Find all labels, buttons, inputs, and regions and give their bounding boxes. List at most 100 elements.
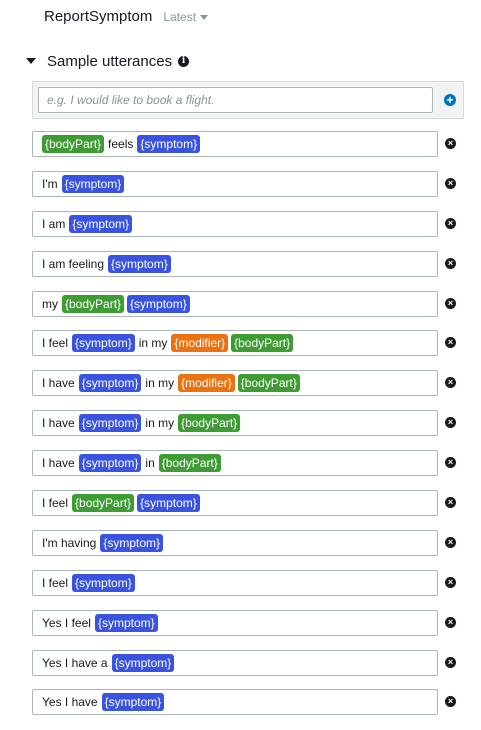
utterance-field[interactable]: I have{symptom}in my{bodyPart} — [32, 410, 438, 437]
utterance-row: Yes I have a{symptom} × — [32, 649, 456, 676]
delete-circle-icon[interactable]: × — [445, 696, 456, 708]
utterance-text: I have — [42, 416, 75, 431]
sample-utterances-toggle[interactable]: Sample utterances i — [26, 51, 190, 71]
delete-circle-icon[interactable]: × — [445, 417, 456, 429]
delete-circle-icon[interactable]: × — [445, 457, 456, 469]
slot-chip[interactable]: {bodyPart} — [237, 374, 300, 393]
slot-chip[interactable]: {symptom} — [69, 214, 133, 233]
triangle-down-icon — [26, 58, 36, 64]
utterance-field[interactable]: I feel{symptom} — [32, 569, 438, 596]
utterance-row: I am{symptom} × — [32, 210, 456, 237]
intent-name: ReportSymptom — [44, 8, 153, 25]
slot-chip[interactable]: {symptom} — [108, 254, 171, 273]
slot-chip[interactable]: {modifier} — [178, 374, 235, 393]
slot-chip[interactable]: {symptom} — [111, 653, 175, 672]
utterance-field[interactable]: I am{symptom} — [32, 210, 438, 237]
slot-chip[interactable]: {symptom} — [78, 414, 142, 433]
slot-chip[interactable]: {symptom} — [72, 573, 135, 592]
caret-down-icon — [200, 14, 209, 20]
utterance-field[interactable]: I feel{bodyPart}{symptom} — [32, 490, 438, 517]
slot-chip[interactable]: {symptom} — [61, 174, 125, 193]
utterance-row: I have{symptom}in my{modifier}{bodyPart}… — [32, 370, 456, 397]
delete-circle-icon[interactable]: × — [445, 377, 456, 389]
slot-chip[interactable]: {symptom} — [78, 454, 142, 473]
delete-circle-icon[interactable]: × — [445, 576, 456, 588]
slot-chip[interactable]: {bodyPart} — [158, 454, 221, 473]
utterance-row: I'm having{symptom} × — [32, 529, 456, 556]
utterance-field[interactable]: I am feeling{symptom} — [32, 250, 438, 277]
utterance-field[interactable]: Yes I have{symptom} — [32, 689, 438, 716]
slot-chip[interactable]: {bodyPart} — [72, 494, 135, 513]
delete-circle-icon[interactable]: × — [445, 257, 456, 269]
delete-circle-icon[interactable]: × — [445, 177, 456, 189]
utterance-text: I feel — [42, 575, 69, 590]
utterance-text: feels — [108, 137, 134, 151]
utterance-text: I feel — [42, 336, 69, 351]
slot-chip[interactable]: {symptom} — [94, 613, 158, 632]
slot-chip[interactable]: {symptom} — [72, 334, 135, 353]
utterance-row: Yes I have{symptom} × — [32, 689, 456, 716]
utterance-text: my — [42, 296, 58, 311]
delete-circle-icon[interactable]: × — [445, 297, 456, 309]
utterance-field[interactable]: Yes I have a{symptom} — [32, 649, 438, 676]
utterance-text: Yes I feel — [42, 615, 91, 630]
version-label: Latest — [163, 10, 197, 24]
utterance-text: Yes I have — [42, 695, 98, 710]
slot-chip[interactable]: {symptom} — [78, 374, 142, 393]
slot-chip[interactable]: {symptom} — [101, 693, 165, 712]
utterance-text: Yes I have a — [42, 655, 108, 670]
version-dropdown[interactable]: Latest — [163, 10, 209, 24]
slot-chip[interactable]: {symptom} — [137, 135, 201, 153]
utterance-row: {bodyPart}feels{symptom} × — [32, 131, 456, 157]
utterance-text: I am — [42, 216, 66, 231]
utterance-text: in my — [145, 416, 175, 431]
slot-chip[interactable]: {symptom} — [100, 533, 164, 552]
utterance-text: I'm — [42, 176, 58, 191]
delete-circle-icon[interactable]: × — [445, 536, 456, 548]
utterance-row: I have{symptom}in my{bodyPart} × — [32, 410, 456, 437]
utterance-row: I feel{symptom}in my{modifier}{bodyPart}… — [32, 330, 456, 357]
delete-circle-icon[interactable]: × — [445, 217, 456, 229]
slot-chip[interactable]: {bodyPart} — [178, 414, 241, 433]
utterance-field[interactable]: I have{symptom}in{bodyPart} — [32, 450, 438, 477]
slot-chip[interactable]: {symptom} — [127, 294, 190, 313]
utterance-field[interactable]: {bodyPart}feels{symptom} — [32, 131, 438, 157]
utterance-field[interactable]: I feel{symptom}in my{modifier}{bodyPart} — [32, 330, 438, 357]
utterance-row: my {bodyPart}{symptom} × — [32, 290, 456, 317]
delete-circle-icon[interactable]: × — [445, 138, 456, 149]
utterance-text: I'm having — [42, 535, 97, 550]
utterance-list: {bodyPart}feels{symptom}×I'm{symptom}×I … — [32, 131, 456, 729]
utterance-input[interactable] — [38, 87, 433, 113]
add-circle-icon[interactable]: + — [444, 94, 456, 106]
slot-chip[interactable]: {bodyPart} — [62, 294, 125, 313]
info-icon[interactable]: i — [178, 55, 190, 67]
utterance-text: in my — [138, 336, 168, 351]
utterance-text: I am feeling — [42, 256, 105, 271]
slot-chip[interactable]: {modifier} — [171, 334, 229, 353]
utterance-text: I have — [42, 456, 75, 471]
slot-chip[interactable]: {bodyPart} — [42, 135, 105, 153]
slot-chip[interactable]: {bodyPart} — [231, 334, 294, 353]
utterance-row: I am feeling{symptom} × — [32, 250, 456, 277]
utterance-field[interactable]: my {bodyPart}{symptom} — [32, 290, 438, 317]
delete-circle-icon[interactable]: × — [445, 337, 456, 349]
add-utterance-bar: + — [32, 81, 464, 119]
utterance-row: I have{symptom}in{bodyPart} × — [32, 450, 456, 477]
utterance-text: in — [145, 456, 155, 471]
utterance-field[interactable]: I'm{symptom} — [32, 170, 438, 197]
intent-header: ReportSymptom Latest — [44, 8, 209, 30]
utterance-text: I feel — [42, 496, 69, 511]
utterance-row: I feel{symptom} × — [32, 569, 456, 596]
utterance-row: I'm{symptom} × — [32, 170, 456, 197]
utterance-field[interactable]: Yes I feel{symptom} — [32, 609, 438, 636]
utterance-row: Yes I feel{symptom} × — [32, 609, 456, 636]
delete-circle-icon[interactable]: × — [445, 497, 456, 509]
delete-circle-icon[interactable]: × — [445, 656, 456, 668]
delete-circle-icon[interactable]: × — [445, 616, 456, 628]
utterance-field[interactable]: I'm having{symptom} — [32, 529, 438, 556]
slot-chip[interactable]: {symptom} — [137, 494, 200, 513]
utterance-field[interactable]: I have{symptom}in my{modifier}{bodyPart} — [32, 370, 438, 397]
utterance-text: in my — [145, 376, 175, 391]
utterance-row: I feel{bodyPart}{symptom} × — [32, 490, 456, 517]
section-title: Sample utterances — [47, 52, 173, 70]
